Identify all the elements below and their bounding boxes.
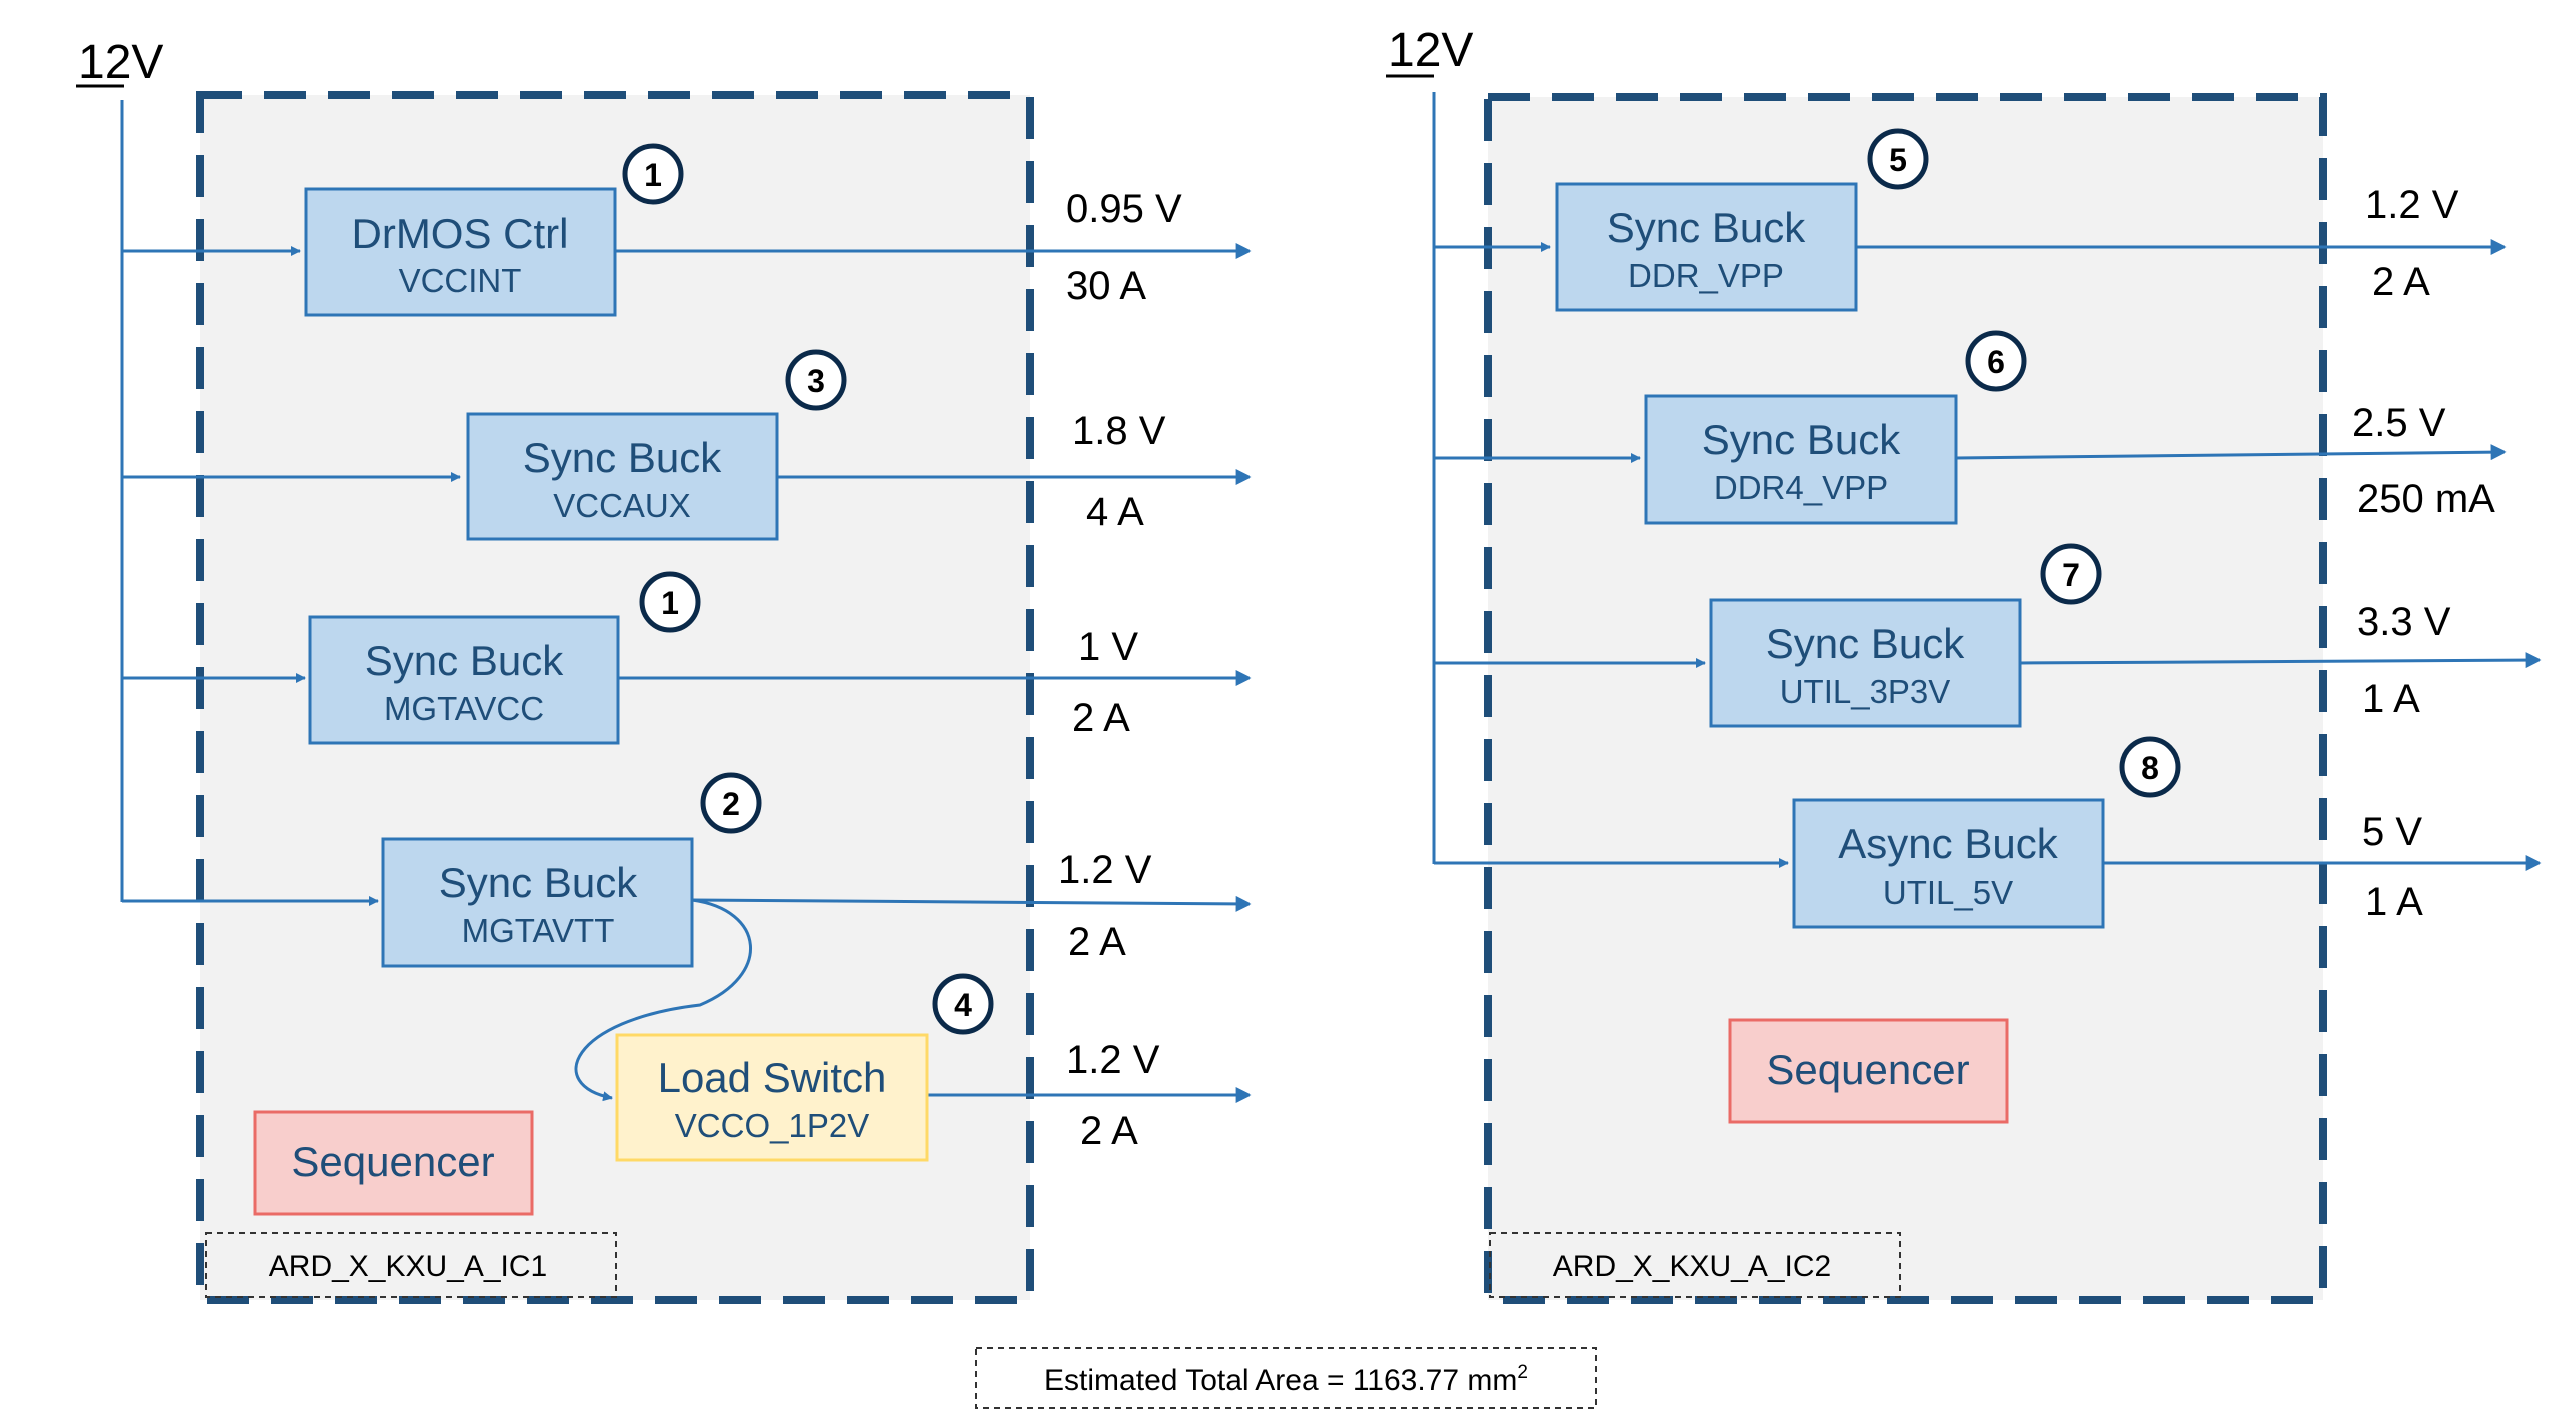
block-ddr-vpp: Sync Buck DDR_VPP [1555, 182, 1858, 312]
block-title: Load Switch [658, 1054, 887, 1101]
badge-util-3p3v: 7 [2040, 543, 2102, 605]
badge-vccint: 1 [622, 143, 684, 205]
area-superscript: 2 [1517, 1362, 1528, 1383]
current-ddr4-vpp: 250 mA [2357, 477, 2495, 521]
svg-text:2: 2 [722, 786, 740, 822]
voltage-mgtavcc: 1 V [1078, 625, 1138, 669]
block-title: Sync Buck [523, 434, 722, 481]
badge-ddr4-vpp: 6 [1965, 330, 2027, 392]
svg-text:Sequencer: Sequencer [291, 1138, 494, 1185]
block-vccaux: Sync Buck VCCAUX [466, 412, 779, 541]
block-util-3p3v: Sync Buck UTIL_3P3V [1709, 598, 2022, 728]
svg-text:7: 7 [2062, 557, 2080, 593]
block-subtitle: MGTAVTT [462, 912, 615, 949]
block-loadswitch: Load Switch VCCO_1P2V [615, 1033, 929, 1162]
block-title: Sync Buck [439, 859, 638, 906]
badge-loadswitch: 4 [932, 973, 994, 1035]
block-mgtavtt: Sync Buck MGTAVTT [381, 837, 694, 968]
current-util-5v: 1 A [2365, 880, 2423, 924]
current-mgtavtt: 2 A [1068, 920, 1126, 964]
voltage-util-5v: 5 V [2362, 810, 2422, 854]
svg-text:4: 4 [954, 987, 972, 1023]
badge-util-5v: 8 [2119, 736, 2181, 798]
voltage-vccaux: 1.8 V [1072, 409, 1166, 453]
total-area-box: Estimated Total Area = 1163.77 mm2 [975, 1347, 1597, 1409]
right-input-label: 12V [1388, 24, 1473, 77]
voltage-util-3p3v: 3.3 V [2357, 600, 2451, 644]
voltage-ddr4-vpp: 2.5 V [2352, 401, 2446, 445]
left-input-label: 12V [78, 36, 163, 89]
svg-text:6: 6 [1987, 344, 2005, 380]
block-title: Sync Buck [1766, 620, 1965, 667]
block-title: Sync Buck [365, 637, 564, 684]
block-title: Async Buck [1838, 820, 2058, 867]
block-subtitle: VCCINT [399, 262, 522, 299]
block-title: DrMOS Ctrl [352, 210, 569, 257]
block-subtitle: MGTAVCC [384, 690, 544, 727]
block-ddr4-vpp: Sync Buck DDR4_VPP [1644, 394, 1958, 525]
block-subtitle: VCCAUX [553, 487, 691, 524]
current-vccaux: 4 A [1086, 490, 1144, 534]
output-mgtavtt [691, 895, 1252, 912]
left-panel: 12V DrMOS Ctrl VCCINT 1 0.95 V 30 A [76, 36, 1252, 1304]
badge-vccaux: 3 [785, 349, 847, 411]
badge-ddr-vpp: 5 [1867, 128, 1929, 190]
voltage-mgtavtt: 1.2 V [1058, 848, 1152, 892]
sequencer-right: Sequencer [1728, 1018, 2009, 1124]
block-title: Sync Buck [1702, 416, 1901, 463]
current-mgtavcc: 2 A [1072, 696, 1130, 740]
svg-text:1: 1 [661, 585, 679, 621]
current-ddr-vpp: 2 A [2372, 260, 2430, 304]
output-ddr4-vpp [1955, 444, 2507, 461]
total-area-text: Estimated Total Area = 1163.77 mm2 [1044, 1362, 1528, 1397]
block-util-5v: Async Buck UTIL_5V [1792, 798, 2105, 929]
voltage-vcco: 1.2 V [1066, 1038, 1160, 1082]
svg-text:3: 3 [807, 363, 825, 399]
svg-text:8: 8 [2141, 750, 2159, 786]
current-util-3p3v: 1 A [2362, 677, 2420, 721]
block-subtitle: UTIL_5V [1883, 874, 2013, 911]
block-mgtavcc: Sync Buck MGTAVCC [308, 615, 620, 745]
link-mgtavtt-to-loadswitch [574, 898, 753, 1102]
current-vcco: 2 A [1080, 1109, 1138, 1153]
right-panel: 12V Sync Buck DDR_VPP 5 1.2 V 2 A Sync B… [1386, 24, 2542, 1304]
output-util-3p3v [2019, 652, 2542, 669]
block-subtitle: VCCO_1P2V [675, 1107, 869, 1144]
sequencer-left: Sequencer [253, 1110, 534, 1216]
current-vccint: 30 A [1066, 264, 1146, 308]
voltage-ddr-vpp: 1.2 V [2365, 183, 2459, 227]
svg-text:1: 1 [644, 157, 662, 193]
block-subtitle: UTIL_3P3V [1780, 673, 1951, 710]
badge-mgtavtt: 2 [700, 772, 762, 834]
block-subtitle: DDR4_VPP [1714, 469, 1888, 506]
svg-text:Sequencer: Sequencer [1766, 1046, 1969, 1093]
voltage-vccint: 0.95 V [1066, 187, 1182, 231]
block-vccint: DrMOS Ctrl VCCINT [304, 187, 617, 317]
ic1-label: ARD_X_KXU_A_IC1 [205, 1232, 617, 1298]
svg-text:ARD_X_KXU_A_IC2: ARD_X_KXU_A_IC2 [1553, 1250, 1831, 1283]
block-title: Sync Buck [1607, 204, 1806, 251]
ic2-label: ARD_X_KXU_A_IC2 [1489, 1232, 1901, 1298]
svg-text:5: 5 [1889, 142, 1907, 178]
svg-text:ARD_X_KXU_A_IC1: ARD_X_KXU_A_IC1 [269, 1250, 547, 1283]
block-subtitle: DDR_VPP [1628, 257, 1784, 294]
badge-mgtavcc: 1 [639, 571, 701, 633]
